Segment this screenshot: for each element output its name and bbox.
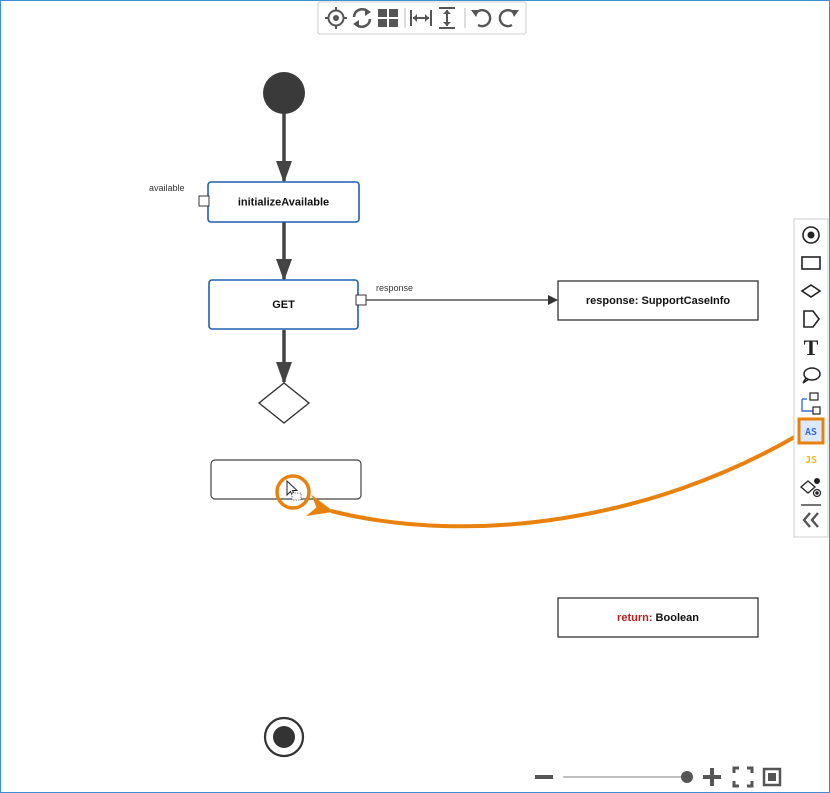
as-script-icon[interactable]: AS bbox=[797, 417, 825, 445]
decision-icon[interactable] bbox=[800, 284, 822, 298]
action-node-get[interactable]: GET bbox=[208, 279, 359, 330]
collapse-icon[interactable] bbox=[802, 512, 819, 528]
send-signal-icon[interactable] bbox=[803, 310, 820, 328]
initial-node[interactable] bbox=[263, 72, 305, 114]
cursor-icon bbox=[286, 479, 302, 501]
output-pin[interactable] bbox=[355, 294, 367, 306]
object-node-icon[interactable] bbox=[801, 392, 821, 415]
initial-node-icon[interactable] bbox=[802, 226, 820, 244]
js-script-icon[interactable]: JS bbox=[805, 455, 817, 466]
undo-icon[interactable] bbox=[471, 8, 492, 28]
object-node-response[interactable]: response: SupportCaseInfo bbox=[557, 280, 759, 321]
top-toolbar bbox=[317, 1, 527, 35]
fit-width-icon[interactable] bbox=[410, 10, 432, 26]
zoom-in-icon[interactable] bbox=[703, 768, 721, 786]
drag-annotation-arrow bbox=[306, 433, 800, 529]
return-label: return: Boolean bbox=[617, 612, 699, 624]
pin-label: response bbox=[376, 283, 413, 293]
zoom-controls bbox=[535, 766, 782, 788]
text-icon[interactable]: T bbox=[804, 335, 819, 360]
fullscreen-icon[interactable] bbox=[732, 766, 754, 788]
drop-target-highlight bbox=[275, 474, 311, 510]
svg-text:AS: AS bbox=[805, 427, 817, 438]
action-icon[interactable] bbox=[801, 256, 821, 270]
object-node-return[interactable]: return: Boolean bbox=[557, 597, 759, 638]
object-label: response: SupportCaseInfo bbox=[586, 295, 731, 307]
pin-label: available bbox=[149, 183, 185, 193]
center-icon[interactable] bbox=[325, 7, 347, 29]
action-node-initialize[interactable]: initializeAvailable bbox=[207, 181, 360, 223]
decision-node[interactable] bbox=[257, 382, 311, 424]
output-pin[interactable] bbox=[198, 195, 210, 207]
svg-text:JS: JS bbox=[805, 455, 817, 466]
zoom-slider-handle[interactable] bbox=[681, 771, 693, 783]
action-label: GET bbox=[272, 299, 295, 311]
return-type: Boolean bbox=[653, 612, 700, 624]
flow-shapes-icon[interactable] bbox=[800, 478, 822, 498]
redo-icon[interactable] bbox=[498, 8, 519, 28]
comment-icon[interactable] bbox=[802, 367, 821, 384]
fit-height-icon[interactable] bbox=[439, 7, 455, 29]
action-label: initializeAvailable bbox=[238, 197, 329, 209]
zoom-out-icon[interactable] bbox=[535, 775, 553, 779]
layout-icon[interactable] bbox=[378, 9, 398, 27]
refresh-icon[interactable] bbox=[352, 8, 372, 28]
svg-text:T: T bbox=[804, 335, 819, 360]
element-palette: T AS JS bbox=[793, 218, 829, 538]
final-node[interactable] bbox=[263, 716, 305, 758]
fit-to-screen-icon[interactable] bbox=[762, 767, 782, 787]
return-keyword: return: bbox=[617, 612, 652, 624]
